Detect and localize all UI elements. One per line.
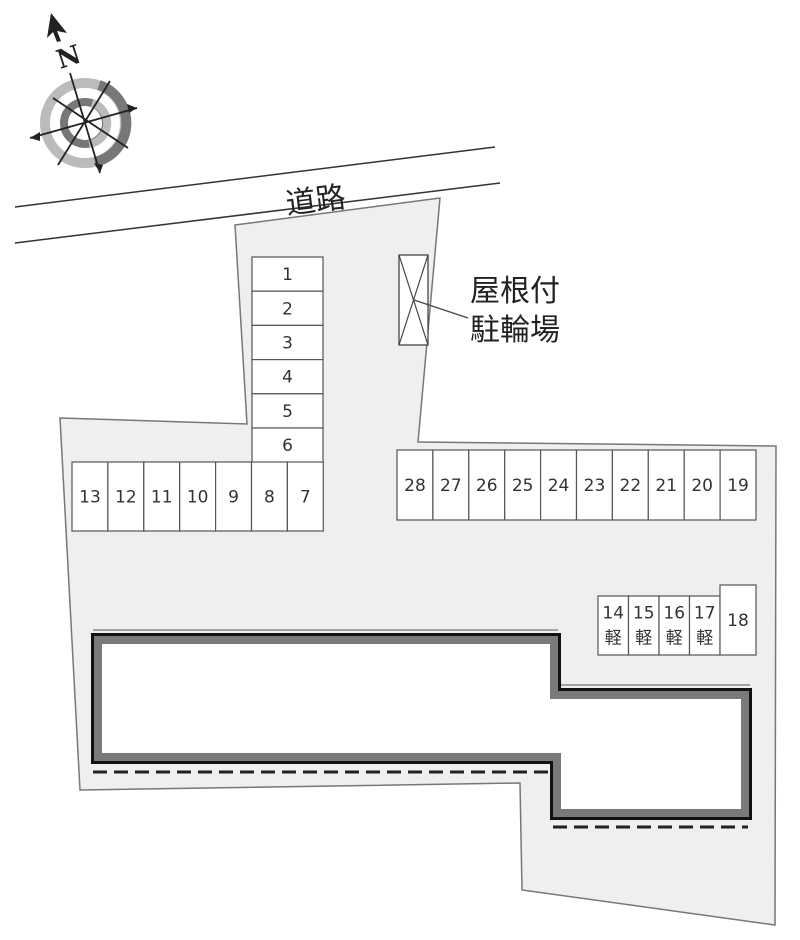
stall-number: 16 [663, 604, 685, 624]
parking-stall: 13 [71, 461, 109, 532]
stall-outline [539, 449, 578, 521]
stall-number: 2 [282, 299, 293, 319]
parking-stall: 18 [719, 584, 757, 656]
stall-number: 17 [694, 604, 716, 624]
stall-outline [468, 449, 506, 521]
parking-stall: 14 軽 [597, 595, 630, 656]
stall-outline [179, 461, 217, 532]
kei-car-mark: 軽 [666, 628, 683, 648]
stall-number: 22 [620, 476, 642, 496]
road-edge-top [14, 146, 496, 208]
parking-stall: 23 [575, 449, 614, 521]
parking-stall: 8 [250, 461, 289, 532]
stall-outline [286, 461, 324, 532]
stall-number: 19 [727, 476, 749, 496]
parking-stall: 20 [683, 449, 721, 521]
parking-stall: 19 [719, 449, 757, 521]
stall-outline [719, 449, 757, 521]
parking-stall: 27 [432, 449, 470, 521]
stall-outline [251, 290, 324, 327]
stall-outline [107, 461, 145, 532]
stall-number: 18 [727, 611, 749, 631]
stall-outline [719, 584, 757, 656]
parking-stall: 6 [251, 427, 324, 463]
stall-number: 21 [655, 476, 677, 496]
parking-stall: 12 [107, 461, 145, 532]
kei-car-mark: 軽 [696, 628, 713, 648]
road-label: 道路 [284, 180, 348, 222]
parking-stall: 16 軽 [658, 595, 691, 656]
stall-number: 10 [187, 488, 209, 508]
bike-parking-label-1: 屋根付 [470, 274, 560, 309]
stall-number: 26 [476, 476, 498, 496]
parking-stall: 4 [251, 359, 324, 395]
stall-outline [250, 461, 289, 532]
stall-outline [251, 256, 324, 292]
stall-number: 28 [404, 476, 426, 496]
parking-stall: 1 [251, 256, 324, 292]
parking-stall: 10 [179, 461, 217, 532]
parking-stall: 17 軽 [688, 595, 721, 656]
stall-number: 13 [79, 488, 101, 508]
stall-outline [251, 324, 324, 361]
parking-stall: 15 軽 [627, 595, 660, 656]
stall-number: 3 [282, 334, 293, 354]
parking-stall: 24 [539, 449, 578, 521]
stall-outline [688, 595, 721, 656]
stall-number: 15 [633, 604, 655, 624]
road-edge-bottom [14, 182, 501, 244]
parking-stall: 26 [468, 449, 506, 521]
parking-stall: 9 [215, 461, 253, 532]
parking-stall: 11 [143, 461, 181, 532]
parking-stall: 28 [396, 449, 434, 521]
stall-outline [575, 449, 614, 521]
stall-outline [215, 461, 253, 532]
apartment-building [91, 629, 752, 829]
bike-parking-label-2: 駐輪場 [470, 313, 560, 348]
stall-number: 23 [584, 476, 606, 496]
stall-number: 12 [115, 488, 137, 508]
parking-stall: 3 [251, 324, 324, 361]
stall-number: 24 [548, 476, 570, 496]
stall-number: 5 [282, 402, 293, 422]
stall-number: 1 [282, 265, 293, 285]
north-label: N [53, 40, 85, 76]
stall-number: 6 [282, 436, 293, 456]
parking-stall: 7 [286, 461, 324, 532]
stall-number: 25 [512, 476, 534, 496]
stall-number: 9 [228, 488, 239, 508]
parking-stall: 21 [647, 449, 685, 521]
stall-outline [504, 449, 542, 521]
stall-outline [683, 449, 721, 521]
stall-outline [71, 461, 109, 532]
kei-car-mark: 軽 [605, 628, 622, 648]
stall-number: 8 [264, 488, 275, 508]
parking-stall: 22 [611, 449, 649, 521]
compass-icon: N [29, 13, 138, 174]
parking-stall: 25 [504, 449, 542, 521]
stall-outline [658, 595, 691, 656]
stall-number: 11 [151, 488, 173, 508]
stall-number: 20 [691, 476, 713, 496]
stall-number: 7 [300, 488, 311, 508]
stall-number: 27 [440, 476, 462, 496]
stall-outline [611, 449, 649, 521]
stall-number: 4 [282, 368, 293, 388]
stall-number: 14 [602, 604, 624, 624]
parking-stall: 2 [251, 290, 324, 327]
covered-bicycle-parking [398, 254, 469, 346]
kei-car-mark: 軽 [635, 628, 652, 648]
parking-stall: 5 [251, 393, 324, 429]
